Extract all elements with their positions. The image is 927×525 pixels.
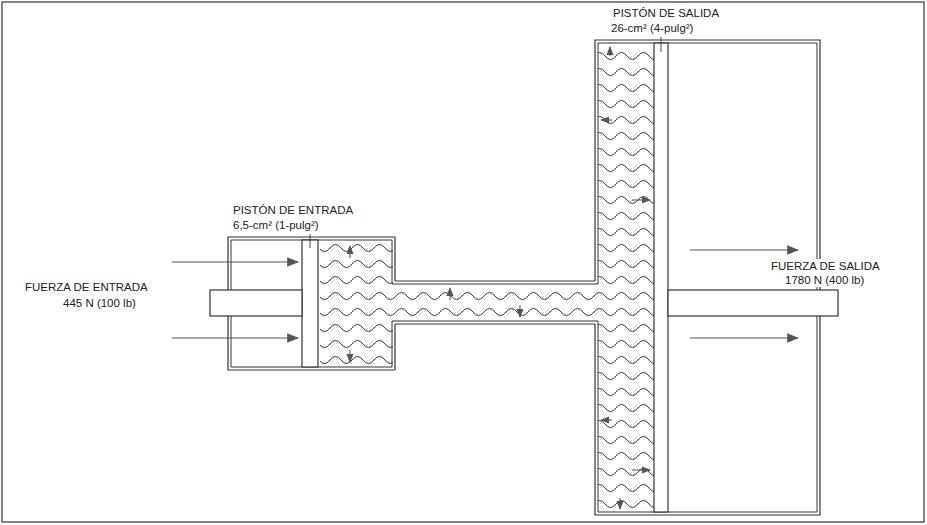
fluid [598, 44, 654, 512]
force-arrows [172, 250, 798, 338]
leader-line [310, 234, 311, 248]
force-label: FUERZA DE SALIDA [770, 259, 881, 273]
part-name: PISTÓN DE SALIDA [612, 6, 720, 20]
input-rod [210, 290, 302, 316]
force-value: 1780 N (400 lb) [784, 273, 865, 287]
leader-line [661, 37, 662, 52]
dimension: 26-cm² (4-pulg²) [610, 21, 694, 35]
dimension: 6,5-cm² (1-pulg²) [232, 218, 320, 232]
part-name: PISTÓN DE ENTRADA [232, 203, 354, 217]
fluid [393, 285, 598, 320]
output-piston [654, 43, 668, 512]
fluid [320, 241, 393, 364]
input-piston [302, 240, 318, 367]
connecting-tube [392, 281, 598, 324]
output-rod [668, 290, 838, 316]
force-label: FUERZA DE ENTRADA [24, 280, 149, 294]
force-value: 445 N (100 lb) [62, 296, 137, 310]
pressure-arrows [350, 47, 650, 509]
